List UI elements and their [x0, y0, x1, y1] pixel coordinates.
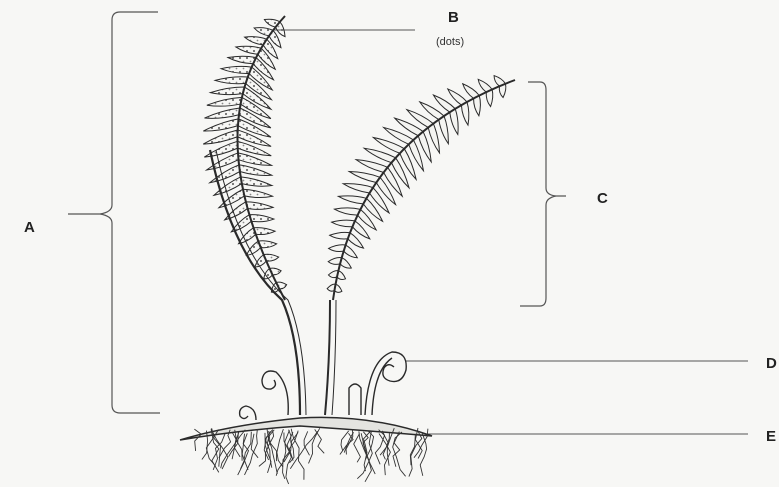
pinna: [254, 228, 276, 235]
fiddlehead-bud: [349, 384, 361, 415]
bracket-a: [68, 12, 160, 413]
root-strand: [277, 429, 283, 467]
pinna: [241, 177, 272, 186]
fiddlehead-small: [240, 406, 256, 420]
root-strand: [387, 428, 394, 466]
root-strand: [244, 432, 251, 470]
root-strand: [267, 429, 277, 474]
label-b-note: (dots): [436, 36, 464, 48]
label-b: B: [448, 9, 459, 26]
root-strand: [236, 432, 242, 461]
pinna: [203, 130, 237, 144]
pinna: [343, 184, 373, 193]
roots: [194, 428, 428, 484]
pinna: [334, 208, 360, 215]
pinna: [215, 77, 248, 84]
pinna: [243, 189, 273, 197]
pinna: [338, 196, 366, 204]
pinna: [428, 124, 439, 153]
bracket-c: [520, 82, 566, 306]
pinna: [356, 160, 388, 173]
fiddleheads: [240, 352, 407, 420]
pinna: [249, 215, 274, 222]
pinna: [239, 165, 272, 176]
sterile-stipe-inner: [332, 300, 336, 415]
pinna: [246, 202, 273, 210]
pinna: [207, 97, 242, 106]
pinna: [203, 119, 238, 131]
fertile-frond: [203, 16, 286, 300]
label-a: A: [24, 219, 35, 236]
pinna: [210, 87, 244, 95]
root-strand: [304, 431, 309, 455]
pinna: [349, 171, 380, 182]
root-strand: [291, 429, 304, 480]
label-d: D: [766, 355, 777, 372]
pinna: [332, 220, 355, 227]
pinna: [364, 148, 396, 162]
pinna: [439, 116, 449, 144]
pinna: [450, 109, 458, 135]
fiddlehead-left: [262, 371, 288, 415]
pinna: [433, 95, 455, 112]
pinna: [204, 108, 239, 118]
label-c: C: [597, 190, 608, 207]
pinna: [228, 56, 256, 64]
label-e: E: [766, 428, 776, 445]
sterile-frond: [327, 76, 515, 300]
sterile-stipe: [325, 300, 330, 415]
pinna: [221, 66, 252, 73]
pinna: [236, 46, 261, 54]
pinna: [330, 232, 350, 239]
root-strand: [194, 429, 201, 451]
fiddlehead-right: [365, 352, 406, 415]
